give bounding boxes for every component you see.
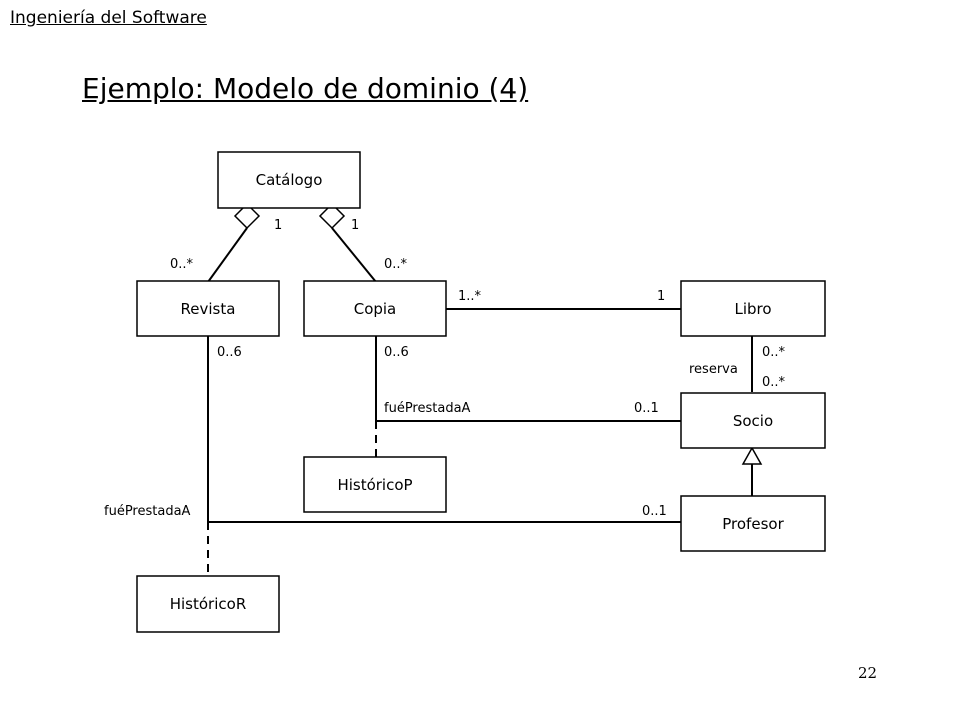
multiplicity-label: 0..1 (642, 504, 667, 519)
class-box-catalogo (217, 151, 361, 209)
multiplicity-label: 0..6 (217, 345, 242, 360)
class-box-copia (303, 280, 447, 337)
multiplicity-label: 1 (274, 218, 282, 233)
multiplicity-label: 0..1 (634, 401, 659, 416)
role-label: fuéPrestadaA (384, 401, 471, 416)
association-line (207, 227, 248, 283)
slide-title: Ejemplo: Modelo de dominio (4) (82, 72, 529, 105)
class-name-historico-p: HistóricoP (337, 476, 412, 494)
class-name-revista: Revista (181, 300, 236, 318)
aggregation-diamond (233, 202, 261, 230)
class-box-libro (680, 280, 826, 337)
multiplicity-label: 0..* (762, 345, 786, 360)
multiplicity-label: 1 (351, 218, 359, 233)
class-name-catalogo: Catálogo (256, 171, 323, 189)
aggregation-diamond (318, 202, 346, 230)
class-box-historico-p (303, 456, 447, 513)
role-label: fuéPrestadaA (104, 504, 191, 519)
multiplicity-label: 1..* (458, 289, 482, 304)
class-name-copia: Copia (354, 300, 397, 318)
association-line (331, 227, 377, 283)
multiplicity-label: 1 (657, 289, 665, 304)
multiplicity-label: 0..* (170, 257, 194, 272)
multiplicity-label: 0..* (762, 375, 786, 390)
class-name-profesor: Profesor (722, 515, 784, 533)
class-box-historico-r (136, 575, 280, 633)
class-box-socio (680, 392, 826, 449)
course-title: Ingeniería del Software (10, 8, 207, 28)
class-name-socio: Socio (733, 412, 773, 430)
generalization-triangle (741, 446, 763, 465)
class-name-libro: Libro (734, 300, 771, 318)
multiplicity-label: 0..6 (384, 345, 409, 360)
class-box-profesor (680, 495, 826, 552)
association-name-label: reserva (689, 362, 738, 377)
class-box-revista (136, 280, 280, 337)
class-name-historico-r: HistóricoR (170, 595, 247, 613)
page-number: 22 (858, 664, 878, 682)
multiplicity-label: 0..* (384, 257, 408, 272)
